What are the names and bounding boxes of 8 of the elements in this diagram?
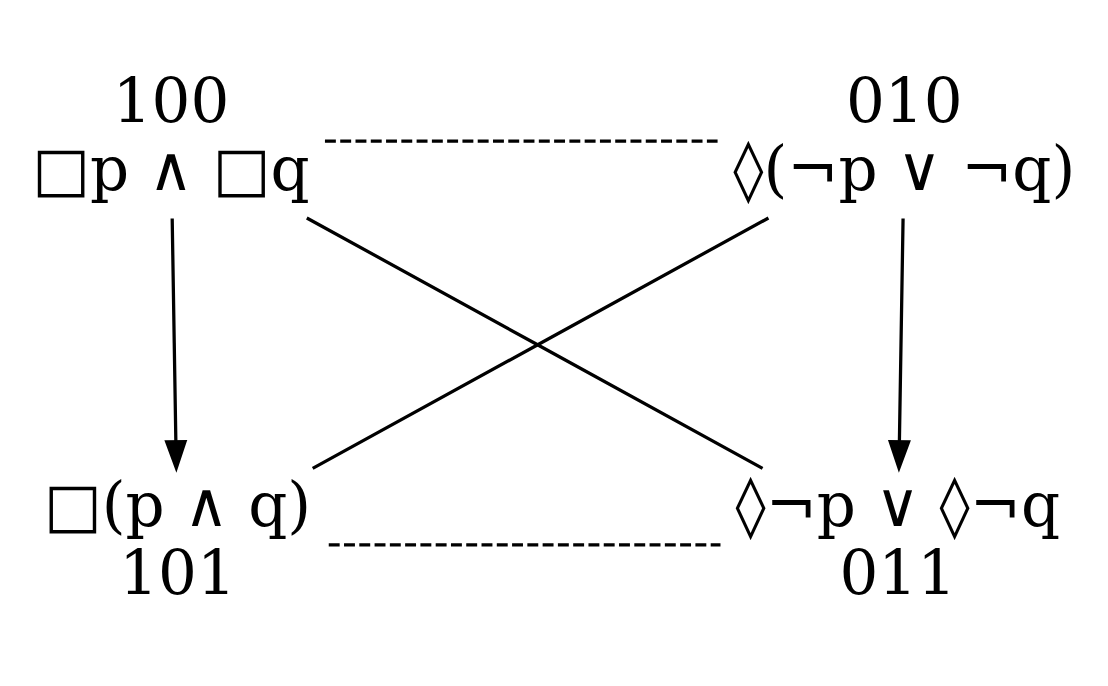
node-text: 100 □p ∧ □q — [32, 65, 310, 205]
node-text: ◊¬p ∨ ◊¬q 011 — [735, 469, 1061, 608]
arrow — [164, 218, 188, 473]
connector — [328, 543, 721, 547]
arrow — [887, 218, 911, 473]
connector — [324, 139, 718, 143]
node-text: 010 ◊(¬p ∨ ¬q) — [733, 65, 1076, 205]
node-text: □(p ∧ q) 101 — [43, 469, 312, 608]
